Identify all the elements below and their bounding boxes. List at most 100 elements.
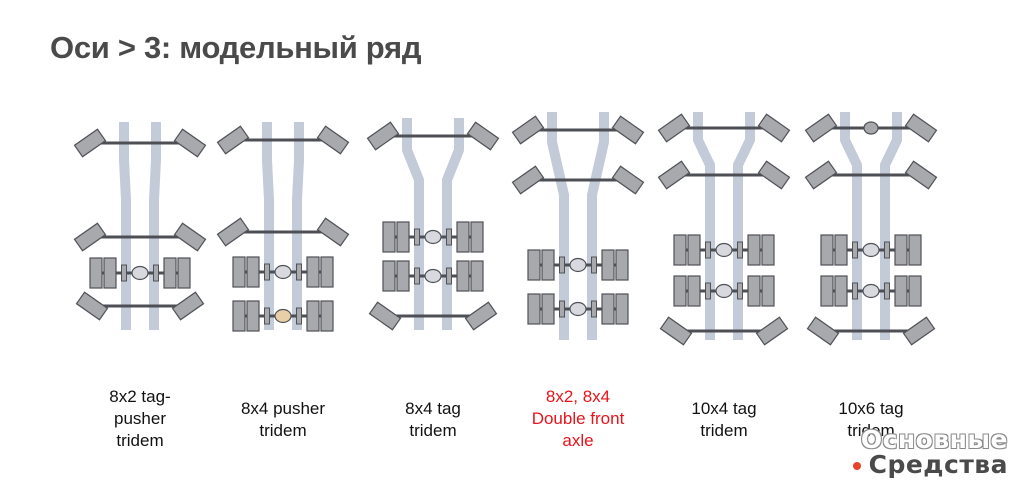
watermark-line2-text: Средства	[868, 450, 1008, 479]
drive-wheel	[615, 293, 629, 325]
steer-wheel	[73, 128, 107, 158]
drive-wheel	[470, 221, 484, 253]
steer-wheel	[316, 125, 350, 155]
steer-wheel	[466, 121, 500, 151]
drive-wheel	[601, 249, 615, 281]
drive-wheel	[834, 275, 848, 307]
config-label-line: axle	[562, 431, 594, 450]
steer-wheel	[511, 115, 545, 145]
drive-wheel	[747, 234, 761, 266]
drive-wheel	[163, 257, 177, 289]
drive-wheel	[527, 249, 541, 281]
drive-wheel	[527, 293, 541, 325]
tag-wheel	[368, 301, 402, 331]
drive-bracket	[153, 264, 159, 282]
drive-wheel	[908, 234, 922, 266]
drive-wheel	[306, 300, 320, 332]
page-title: Оси > 3: модельный ряд	[50, 30, 422, 65]
frame-rail-left	[119, 122, 131, 330]
drive-wheel	[232, 256, 246, 288]
config-diagram-5	[657, 112, 791, 346]
config-label-line: 10x4 tag	[691, 399, 757, 418]
frame-rail-left	[262, 122, 274, 330]
drive-bracket	[296, 263, 302, 281]
tag-wheel	[806, 316, 840, 346]
config-label-line: 8x4 pusher	[240, 399, 326, 418]
drive-bracket	[737, 282, 743, 300]
steer-wheel	[757, 113, 791, 143]
config-diagram-6	[804, 112, 938, 346]
drive-wheel	[761, 234, 775, 266]
steer-wheel	[804, 113, 838, 143]
differential-hub	[424, 229, 442, 245]
drive-wheel	[761, 275, 775, 307]
drive-bracket	[884, 282, 890, 300]
drive-wheel	[232, 300, 246, 332]
watermark-dot-icon	[852, 462, 861, 470]
frame-rail-right	[292, 122, 304, 330]
config-label-line: tridem	[700, 421, 748, 440]
drive-wheel	[456, 260, 470, 292]
drive-bracket	[264, 307, 270, 325]
drive-bracket	[884, 241, 890, 259]
frame-rail-left	[402, 118, 424, 330]
drive-bracket	[737, 241, 743, 259]
steer-wheel	[366, 121, 400, 151]
config-label-line: tridem	[259, 421, 307, 440]
drive-bracket	[121, 264, 127, 282]
config-label-2: 8x4 pusher tridem	[213, 398, 353, 442]
drive-wheel	[456, 221, 470, 253]
drive-wheel	[834, 234, 848, 266]
drive-wheel	[601, 293, 615, 325]
drive-wheel	[246, 300, 260, 332]
differential-hub	[569, 257, 587, 273]
config-diagram-2	[216, 122, 350, 332]
drive-wheel	[470, 260, 484, 292]
tag-wheel	[902, 316, 936, 346]
drive-wheel	[103, 257, 117, 289]
steer-wheel	[611, 115, 645, 145]
config-label-line: 8x4 tag	[405, 399, 461, 418]
tag-wheel	[659, 316, 693, 346]
drive-wheel	[382, 260, 396, 292]
steer-wheel	[216, 125, 250, 155]
steer-wheel	[757, 160, 791, 190]
drive-wheel	[246, 256, 260, 288]
drive-bracket	[414, 228, 420, 246]
steer-hub	[863, 121, 879, 135]
drive-wheel	[747, 275, 761, 307]
drive-wheel	[396, 221, 410, 253]
steer-wheel	[904, 160, 938, 190]
tag-wheel	[75, 291, 109, 321]
config-label-line: 10x6 tag	[838, 399, 904, 418]
drive-wheel	[687, 275, 701, 307]
pusher-hub	[274, 308, 292, 324]
frame-rail-right	[442, 118, 464, 330]
steer-wheel	[657, 113, 691, 143]
drive-bracket	[705, 241, 711, 259]
config-label-line: tridem	[116, 431, 164, 450]
drive-bracket	[591, 256, 597, 274]
steer-wheel	[216, 217, 250, 247]
drive-wheel	[673, 234, 687, 266]
drive-wheel	[541, 249, 555, 281]
differential-hub	[715, 242, 733, 258]
config-diagram-4	[511, 112, 645, 340]
steer-wheel	[173, 222, 207, 252]
drive-wheel	[894, 275, 908, 307]
drive-wheel	[89, 257, 103, 289]
differential-hub	[862, 242, 880, 258]
frame-rail-right	[149, 122, 161, 330]
drive-wheel	[894, 234, 908, 266]
config-label-line: pusher	[114, 409, 166, 428]
steer-wheel	[804, 160, 838, 190]
differential-hub	[862, 283, 880, 299]
drive-wheel	[820, 275, 834, 307]
tag-wheel	[755, 316, 789, 346]
drive-wheel	[687, 234, 701, 266]
differential-hub	[424, 268, 442, 284]
drive-bracket	[296, 307, 302, 325]
